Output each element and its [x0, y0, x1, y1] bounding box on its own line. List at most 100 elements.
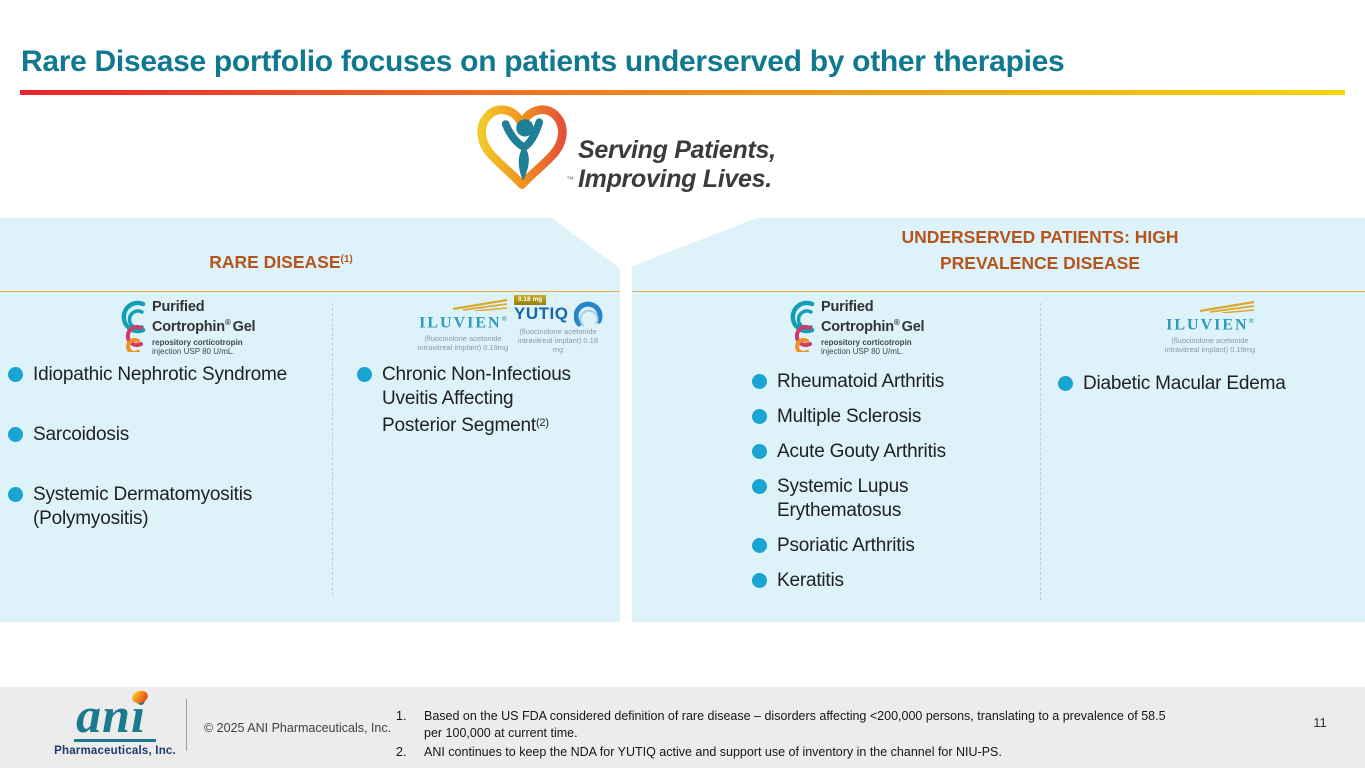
list-item-text: Multiple Sclerosis: [777, 406, 922, 427]
underserved-iluvien-list: Diabetic Macular Edema: [1058, 372, 1348, 396]
left-panel-column-divider: [332, 303, 333, 595]
bullet-icon: [8, 427, 23, 442]
ani-wordmark: ani: [74, 688, 156, 742]
page-title: Rare Disease portfolio focuses on patien…: [21, 45, 1065, 78]
bullet-icon: [752, 538, 767, 553]
footer: ani Pharmaceuticals, Inc. © 2025 ANI Pha…: [0, 687, 1365, 768]
iluvien-subtitle: (fluocinolone acetonide intravitreal imp…: [1164, 336, 1256, 355]
iluvien-subtitle: (fluocinolone acetonide intravitreal imp…: [417, 334, 509, 353]
bullet-icon: [752, 573, 767, 588]
list-item: Multiple Sclerosis: [752, 405, 987, 429]
right-panel-column-divider: [1040, 303, 1041, 600]
cortrophin-name-line1: Purified: [821, 299, 874, 315]
rare-disease-cortrophin-list: Idiopathic Nephrotic Syndrome Sarcoidosi…: [8, 363, 303, 567]
cortrophin-logo: Purified Cortrophin®Gel repository corti…: [786, 299, 925, 356]
underserved-cortrophin-list: Rheumatoid Arthritis Multiple Sclerosis …: [752, 370, 987, 604]
list-item-text: Keratitis: [777, 570, 844, 591]
registered-mark: ®: [893, 318, 900, 327]
yutiq-logo: 0.18 mg YUTIQ (fluocinolone acetonide in…: [514, 295, 603, 354]
list-item: Systemic Lupus Erythematosus: [752, 475, 987, 523]
yutiq-subtitle: (fluocinolone acetonide intravitreal imp…: [517, 327, 599, 354]
registered-mark: ®: [224, 318, 231, 327]
cortrophin-wordmark: Purified Cortrophin®Gel repository corti…: [152, 300, 256, 356]
brand-logo: ™ Serving Patients, Improving Lives.: [474, 102, 776, 198]
cortrophin-name-line2: Cortrophin: [821, 318, 894, 335]
cortrophin-name: Purified Cortrophin®Gel: [821, 299, 925, 335]
bullet-icon: [357, 367, 372, 382]
iluvien-name: ILUVIEN®: [1160, 313, 1260, 333]
yutiq-name-row: YUTIQ: [514, 301, 603, 327]
cortrophin-subtitle-2: injection USP 80 U/mL.: [821, 346, 904, 356]
cortrophin-name-suffix: Gel: [901, 318, 925, 335]
ani-logo-subtitle: Pharmaceuticals, Inc.: [54, 745, 176, 757]
tagline-line2: Improving Lives.: [578, 165, 772, 193]
iluvien-rays-icon: [452, 299, 508, 311]
bullet-icon: [1058, 376, 1073, 391]
cortrophin-name-suffix: Gel: [232, 318, 256, 335]
cortrophin-name-line2: Cortrophin: [152, 318, 225, 335]
yutiq-dose-badge: 0.18 mg: [514, 295, 547, 305]
footnote-text: Based on the US FDA considered definitio…: [424, 709, 1166, 740]
title-gradient-rule: [20, 90, 1345, 95]
rare-disease-iluvien-yutiq-list: Chronic Non-Infectious Uveitis Affecting…: [357, 363, 582, 438]
list-item-text: Acute Gouty Arthritis: [777, 441, 946, 462]
rare-disease-header-text: RARE DISEASE: [209, 252, 341, 272]
bullet-icon: [752, 374, 767, 389]
list-item-text: Systemic Lupus Erythematosus: [777, 476, 909, 521]
tagline-line1: Serving Patients,: [578, 136, 776, 164]
list-item-text: Diabetic Macular Edema: [1083, 373, 1286, 394]
bullet-icon: [8, 487, 23, 502]
list-item: Sarcoidosis: [8, 423, 303, 447]
bullet-icon: [752, 409, 767, 424]
list-item: Systemic Dermatomyositis (Polymyositis): [8, 483, 303, 531]
cortrophin-subtitle-2: injection USP 80 U/mL.: [152, 346, 235, 356]
iluvien-name: ILUVIEN®: [413, 311, 513, 331]
cortrophin-wordmark: Purified Cortrophin®Gel repository corti…: [821, 299, 925, 356]
iluvien-name-text: ILUVIEN: [419, 314, 502, 332]
footnote-number: 1.: [396, 709, 407, 723]
rare-disease-header: RARE DISEASE(1): [0, 252, 562, 273]
footnote-ref-2: (2): [535, 417, 549, 429]
underserved-patients-panel: [632, 218, 1365, 622]
ani-logo: ani Pharmaceuticals, Inc.: [48, 688, 182, 757]
list-item-text: Idiopathic Nephrotic Syndrome: [33, 364, 288, 385]
iluvien-logo: ILUVIEN® (fluocinolone acetonide intravi…: [1160, 301, 1260, 354]
list-item-text: Chronic Non-Infectious Uveitis Affecting…: [382, 364, 571, 436]
list-item: Keratitis: [752, 569, 987, 593]
list-item: Rheumatoid Arthritis: [752, 370, 987, 394]
list-item: Chronic Non-Infectious Uveitis Affecting…: [357, 363, 582, 438]
yutiq-swoosh-icon: [574, 301, 603, 327]
iluvien-rays-icon: [1199, 301, 1255, 313]
list-item-text: Systemic Dermatomyositis (Polymyositis): [33, 484, 253, 529]
list-item: Idiopathic Nephrotic Syndrome: [8, 363, 303, 387]
bullet-icon: [752, 479, 767, 494]
copyright-text: © 2025 ANI Pharmaceuticals, Inc.: [204, 721, 392, 735]
cortrophin-logo: Purified Cortrophin®Gel repository corti…: [117, 300, 256, 356]
list-item-text: Sarcoidosis: [33, 424, 130, 445]
footnote-text: ANI continues to keep the NDA for YUTIQ …: [424, 745, 1002, 759]
list-item: Diabetic Macular Edema: [1058, 372, 1348, 396]
list-item-text: Psoriatic Arthritis: [777, 535, 915, 556]
yutiq-name-text: YUTIQ: [514, 304, 569, 323]
cortrophin-arcs-icon: [790, 300, 815, 352]
registered-mark: ®: [501, 315, 507, 323]
trademark-symbol: ™: [566, 175, 574, 184]
brand-tagline: Serving Patients, Improving Lives.: [578, 136, 776, 194]
cortrophin-subtitle-1: repository corticotropin: [821, 337, 912, 347]
footnote-number: 2.: [396, 745, 407, 759]
footer-divider: [186, 699, 187, 751]
list-item: Acute Gouty Arthritis: [752, 440, 987, 464]
registered-mark: ®: [1248, 317, 1254, 325]
rare-disease-panel: [0, 218, 620, 622]
bullet-icon: [752, 444, 767, 459]
cortrophin-subtitle-1: repository corticotropin: [152, 337, 243, 347]
list-item: Psoriatic Arthritis: [752, 534, 987, 558]
footnote-2: 2. ANI continues to keep the NDA for YUT…: [396, 744, 1174, 761]
bullet-icon: [8, 367, 23, 382]
iluvien-name-text: ILUVIEN: [1166, 316, 1249, 334]
cortrophin-name: Purified Cortrophin®Gel: [152, 300, 256, 335]
right-panel-divider-rule: [632, 291, 1365, 292]
footnote-1: 1. Based on the US FDA considered defini…: [396, 708, 1174, 741]
list-item-text: Rheumatoid Arthritis: [777, 371, 945, 392]
